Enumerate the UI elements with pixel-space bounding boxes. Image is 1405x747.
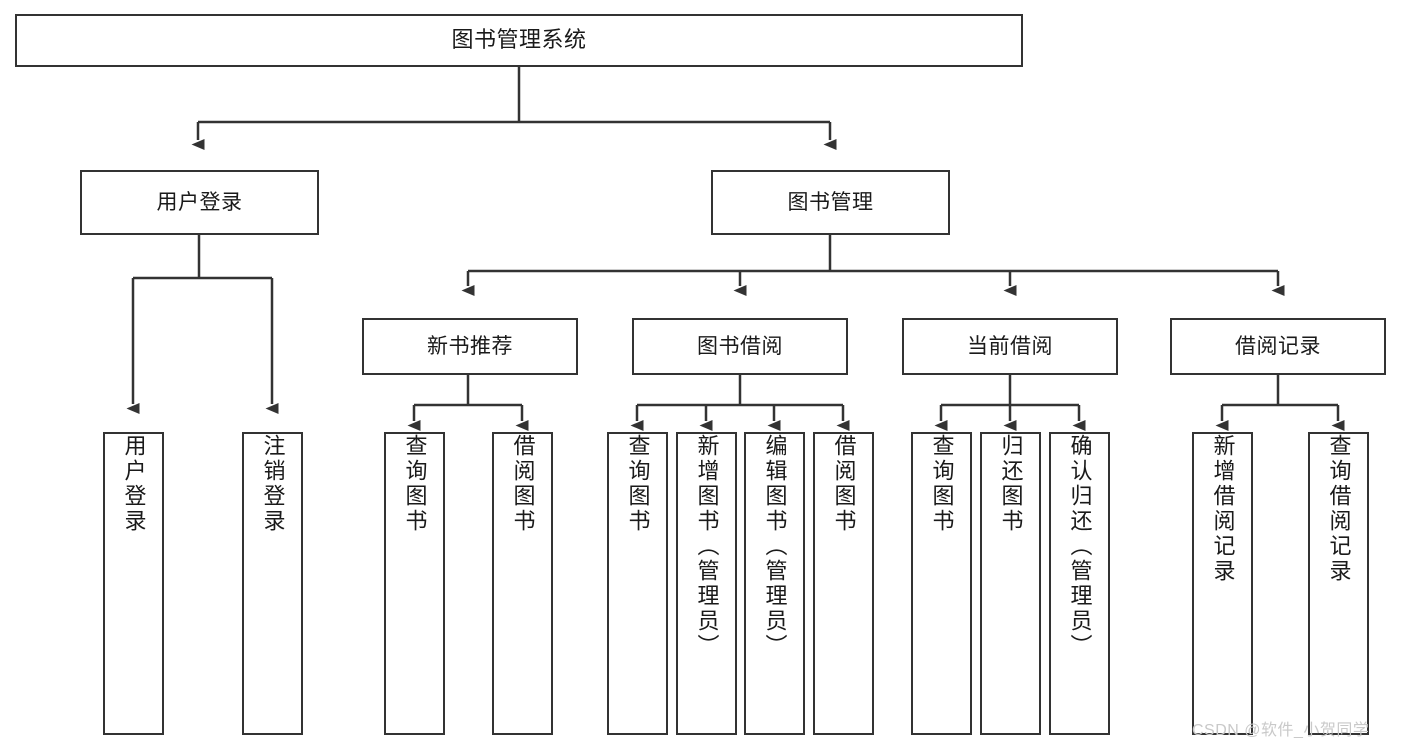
node-leaf-edit-book[interactable]: 编辑图书（管理员） [744, 432, 805, 735]
node-user-login-label: 用户登录 [156, 190, 243, 214]
node-leaf-user-login-label: 用户登录 [121, 434, 147, 534]
node-new-book-recommend-label: 新书推荐 [427, 334, 513, 358]
node-leaf-edit-book-label: 编辑图书（管理员） [762, 434, 788, 659]
node-leaf-user-logout[interactable]: 注销登录 [242, 432, 303, 735]
node-current-borrow-label: 当前借阅 [967, 334, 1053, 358]
node-borrow-record-label: 借阅记录 [1235, 334, 1321, 358]
node-leaf-add-book-label: 新增图书（管理员） [694, 434, 720, 659]
node-root-label: 图书管理系统 [451, 27, 587, 53]
node-leaf-add-record[interactable]: 新增借阅记录 [1192, 432, 1253, 735]
node-leaf-query-book-2-label: 查询图书 [625, 434, 651, 534]
csdn-watermark: CSDN @软件_小贺同学 [1192, 722, 1370, 739]
node-leaf-return-book[interactable]: 归还图书 [980, 432, 1041, 735]
node-leaf-query-book-1[interactable]: 查询图书 [384, 432, 445, 735]
node-leaf-add-book[interactable]: 新增图书（管理员） [676, 432, 737, 735]
node-root[interactable]: 图书管理系统 [15, 14, 1023, 67]
node-book-management[interactable]: 图书管理 [711, 170, 950, 235]
node-leaf-query-record[interactable]: 查询借阅记录 [1308, 432, 1369, 735]
node-leaf-user-logout-label: 注销登录 [260, 434, 286, 534]
node-leaf-confirm-return[interactable]: 确认归还（管理员） [1049, 432, 1110, 735]
node-leaf-query-book-1-label: 查询图书 [402, 434, 428, 534]
node-borrow-record[interactable]: 借阅记录 [1170, 318, 1386, 375]
node-leaf-user-login[interactable]: 用户登录 [103, 432, 164, 735]
node-book-management-label: 图书管理 [787, 190, 874, 214]
node-book-borrow-label: 图书借阅 [697, 334, 783, 358]
node-leaf-query-book-3-label: 查询图书 [929, 434, 955, 534]
node-leaf-borrow-book-2[interactable]: 借阅图书 [813, 432, 874, 735]
node-current-borrow[interactable]: 当前借阅 [902, 318, 1118, 375]
node-leaf-add-record-label: 新增借阅记录 [1210, 434, 1236, 584]
node-new-book-recommend[interactable]: 新书推荐 [362, 318, 578, 375]
node-leaf-query-record-label: 查询借阅记录 [1326, 434, 1352, 584]
node-user-login[interactable]: 用户登录 [80, 170, 319, 235]
node-leaf-borrow-book-2-label: 借阅图书 [831, 434, 857, 534]
node-leaf-query-book-2[interactable]: 查询图书 [607, 432, 668, 735]
node-book-borrow[interactable]: 图书借阅 [632, 318, 848, 375]
node-leaf-return-book-label: 归还图书 [998, 434, 1024, 534]
node-leaf-borrow-book-1[interactable]: 借阅图书 [492, 432, 553, 735]
node-leaf-query-book-3[interactable]: 查询图书 [911, 432, 972, 735]
node-leaf-borrow-book-1-label: 借阅图书 [510, 434, 536, 534]
node-leaf-confirm-return-label: 确认归还（管理员） [1067, 434, 1093, 659]
